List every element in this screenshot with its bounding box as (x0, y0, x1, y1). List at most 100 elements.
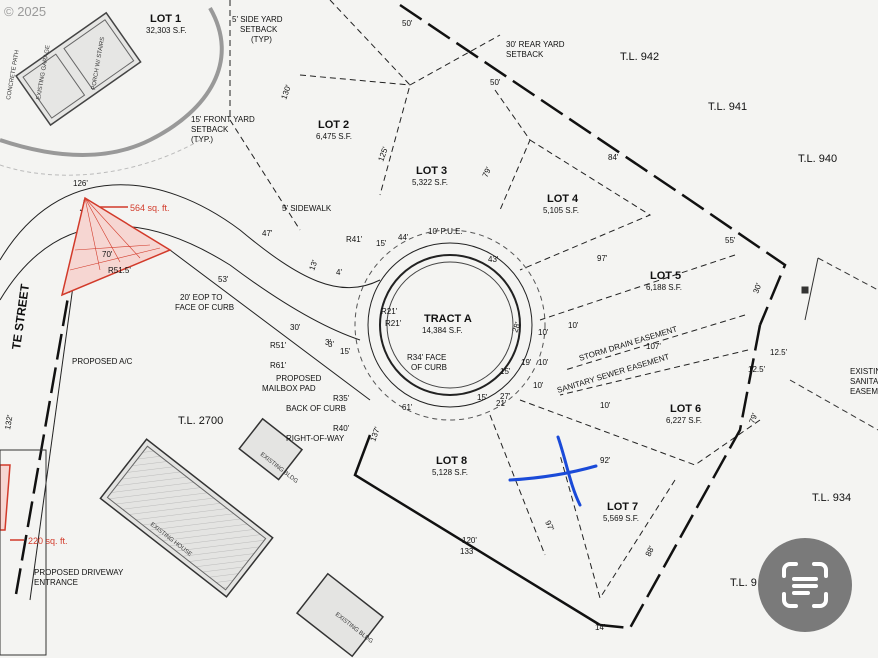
lot-3-label: LOT 3 (416, 165, 447, 177)
dim-label: 47' (262, 229, 273, 238)
radius-r51-5: R51.5' (108, 266, 131, 275)
dim-label: 137' (368, 425, 382, 443)
dim-label: 27' (500, 392, 511, 401)
dim-label: 107' (646, 342, 661, 351)
sqft-564: 564 sq. ft. (130, 203, 170, 213)
tax-lot-2700: T.L. 2700 (178, 415, 223, 427)
lot-7-label: LOT 7 (607, 501, 638, 513)
side-yard-note-3: (TYP) (251, 35, 272, 44)
dim-label: 70' (102, 250, 113, 259)
dim-label: 97' (597, 254, 608, 263)
sqft-220: 220 sq. ft. (28, 536, 68, 546)
driveway-box (0, 449, 47, 656)
radius-r21: R21' (381, 307, 398, 316)
dim-label: 10' (538, 358, 549, 367)
radius-r21-b: R21' (385, 319, 402, 328)
eop-note: 20' EOP TO (180, 293, 222, 302)
tract-a-area: 14,384 S.F. (422, 326, 462, 335)
sanitary-easement-note: SANITARY SEWER EASEMENT (556, 352, 671, 395)
tax-lot-934: T.L. 934 (812, 492, 851, 504)
existing-sanitary-note: EXISTING (850, 367, 878, 376)
radius-r41: R41' (346, 235, 363, 244)
dim-label: 3' (325, 338, 331, 347)
lot-8-area: 5,128 S.F. (432, 468, 468, 477)
lot-2-label: LOT 2 (318, 119, 349, 131)
tax-lot-9: T.L. 9 (730, 577, 757, 589)
dim-label: 10' (533, 381, 544, 390)
r34-note-2: OF CURB (411, 363, 447, 372)
driveway-note: PROPOSED DRIVEWAY (34, 568, 124, 577)
r35-note-2: BACK OF CURB (286, 404, 346, 413)
boundary-line (13, 3, 787, 630)
lot-5-area: 6,188 S.F. (646, 283, 682, 292)
dim-label: 13' (307, 258, 319, 271)
dim-label: 28' (510, 320, 522, 333)
dim-label: 53' (218, 275, 229, 284)
setback-line (0, 139, 201, 176)
lot-3-area: 5,322 S.F. (412, 178, 448, 187)
radius-r51: R51' (270, 341, 287, 350)
tax-lot-942: T.L. 942 (620, 51, 659, 63)
dim-label: 44' (398, 233, 409, 242)
dim-label: 55' (725, 236, 736, 245)
dim-label: 133' (460, 547, 475, 556)
tract-a-label: TRACT A (424, 313, 472, 325)
existing-house-bottom (99, 438, 274, 598)
front-yard-note: 15' FRONT YARD (191, 115, 255, 124)
dim-label: 15' (500, 367, 511, 376)
side-yard-note-2: SETBACK (240, 25, 278, 34)
street-name: TE STREET (9, 282, 32, 350)
dim-label: 3' (328, 340, 334, 349)
dim-label: 132' (3, 414, 15, 431)
existing-sanitary-easement (789, 257, 878, 431)
blue-x-markup (508, 435, 598, 507)
dim-label: 120' (462, 536, 477, 545)
cul-de-sac (354, 229, 546, 421)
dim-label: 130' (279, 83, 293, 101)
dim-label: 4' (336, 268, 342, 277)
dim-label: 19' (521, 358, 532, 367)
r40-note: R40' (333, 424, 350, 433)
dim-label: 43' (488, 255, 499, 264)
sidewalk-note: 5' SIDEWALK (282, 204, 332, 213)
front-yard-note-3: (TYP.) (191, 135, 213, 144)
tax-lot-941: T.L. 941 (708, 101, 747, 113)
dim-label: 15' (477, 393, 488, 402)
dim-label: 12.5' (748, 365, 766, 374)
sight-triangle-564 (60, 196, 172, 297)
front-yard-note-2: SETBACK (191, 125, 229, 134)
dim-label: 30' (751, 281, 763, 294)
mailbox-note: PROPOSED (276, 374, 322, 383)
dim-label: 92' (600, 456, 611, 465)
google-lens-icon (782, 562, 828, 608)
dim-label: 88' (644, 544, 657, 558)
lot-5-label: LOT 5 (650, 270, 681, 282)
lot-6-label: LOT 6 (670, 403, 701, 415)
rear-yard-note: 30' REAR YARD (506, 40, 565, 49)
rear-yard-note-2: SETBACK (506, 50, 544, 59)
dim-label: 10' (568, 321, 579, 330)
dim-label: 61' (402, 403, 413, 412)
r40-note-2: RIGHT-OF-WAY (286, 434, 345, 443)
lot-lines (229, 0, 761, 600)
r34-note: R34' FACE (407, 353, 446, 362)
existing-house-topleft (15, 11, 142, 127)
google-lens-button[interactable] (758, 538, 852, 632)
side-yard-note: 5' SIDE YARD (232, 15, 283, 24)
dimension-labels: 50' 50' 130' 125' 84' 79' 97' 55' 30' 10… (3, 19, 787, 632)
existing-bldg-2 (295, 572, 385, 658)
eop-note-2: FACE OF CURB (175, 303, 234, 312)
existing-curb (0, 7, 224, 157)
lot-4-area: 5,105 S.F. (543, 206, 579, 215)
lot-1-label: LOT 1 (150, 13, 181, 25)
radius-r61: R61' (270, 361, 287, 370)
watermark: © 2025 (4, 4, 47, 19)
dim-label: 10' (600, 401, 611, 410)
dim-label: 97' (543, 519, 556, 533)
lot-4-label: LOT 4 (547, 193, 579, 205)
dim-label: 79' (747, 411, 759, 424)
dim-label: 12.5' (770, 348, 788, 357)
dim-label: 126' (73, 179, 88, 188)
dim-label: 125' (376, 145, 390, 163)
